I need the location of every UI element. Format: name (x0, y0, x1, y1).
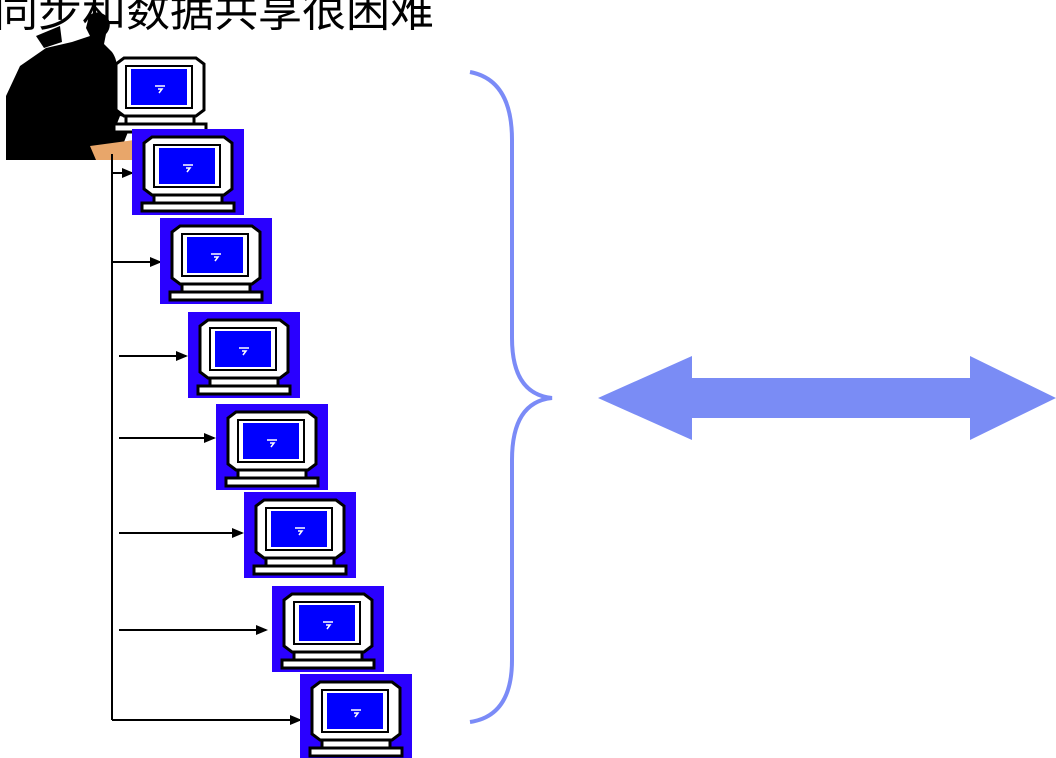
slide-title: 同步和数据共享很困难 (0, 0, 434, 37)
terminal-icon (132, 129, 244, 215)
double-headed-arrow-icon (598, 356, 1056, 440)
terminal-icon (300, 674, 412, 758)
network-connector-lines (111, 154, 302, 725)
terminal-icon (216, 404, 328, 490)
terminal-icon (272, 586, 384, 672)
terminal-icon (160, 218, 272, 304)
user-silhouette-icon (6, 12, 140, 160)
curly-brace (469, 70, 553, 724)
terminal-icon (188, 312, 300, 398)
terminal-icon (112, 56, 208, 134)
terminal-icon (244, 492, 356, 578)
